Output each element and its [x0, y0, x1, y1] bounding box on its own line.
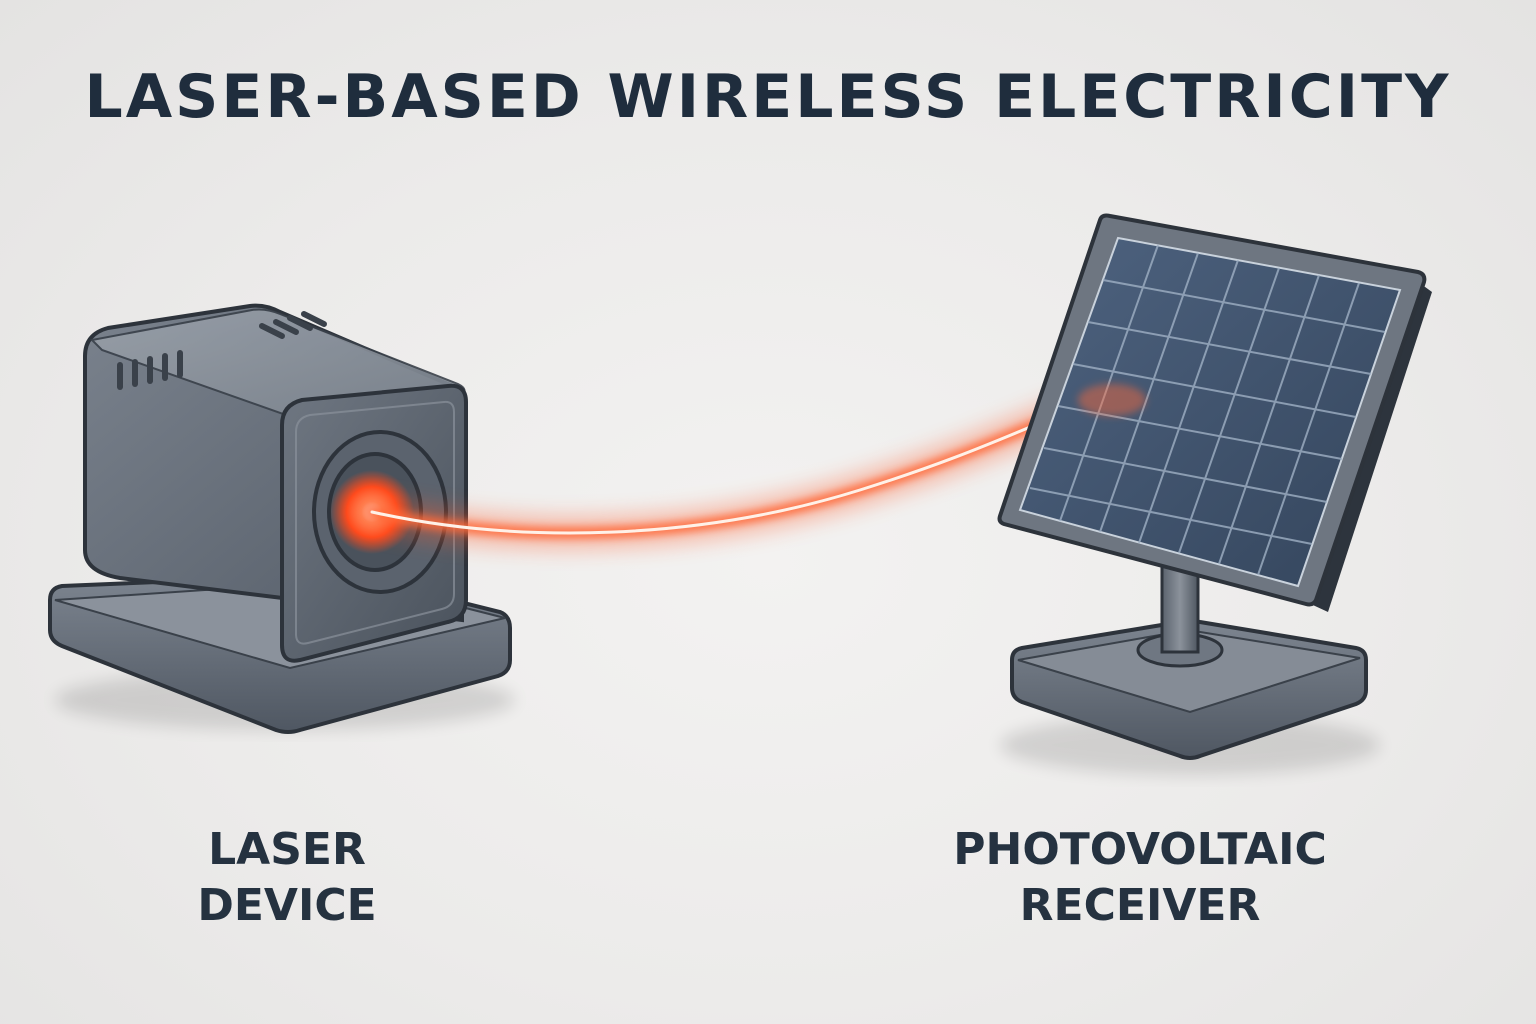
laser-device-label: LASER DEVICE [137, 822, 437, 934]
laser-device-label-line1: LASER [208, 824, 366, 875]
diagram-title: LASER-BASED WIRELESS ELECTRICITY [84, 62, 1452, 132]
laser-device-label-line2: DEVICE [197, 880, 377, 931]
photovoltaic-receiver-label: PHOTOVOLTAIC RECEIVER [900, 822, 1380, 934]
photovoltaic-receiver [997, 213, 1432, 775]
photovoltaic-receiver-label-line2: RECEIVER [1019, 880, 1261, 931]
photovoltaic-receiver-label-line1: PHOTOVOLTAIC [953, 824, 1327, 875]
